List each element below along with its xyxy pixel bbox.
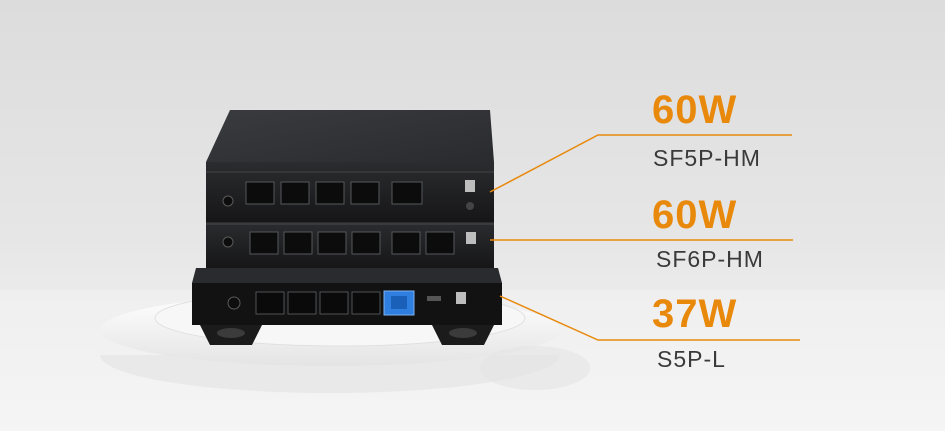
callout-lines <box>489 134 800 341</box>
switch-sf5p-hm <box>206 110 494 222</box>
callout-line-sf5p-hm <box>489 134 792 193</box>
rj45-ports-bottom <box>255 291 381 315</box>
switch-s5p-l <box>192 268 502 345</box>
power-label-1: 60W <box>652 88 738 132</box>
power-label-3: 37W <box>652 292 738 336</box>
model-label-2: SF6P-HM <box>656 246 764 272</box>
rj45-ports-middle <box>249 231 455 255</box>
power-label-2: 60W <box>652 193 738 237</box>
switch-sf6p-hm <box>206 222 494 268</box>
model-label-3: S5P-L <box>657 346 726 372</box>
callout-line-s5p-l <box>499 295 800 341</box>
model-label-1: SF5P-HM <box>653 145 761 171</box>
rj45-ports-top <box>245 181 423 205</box>
